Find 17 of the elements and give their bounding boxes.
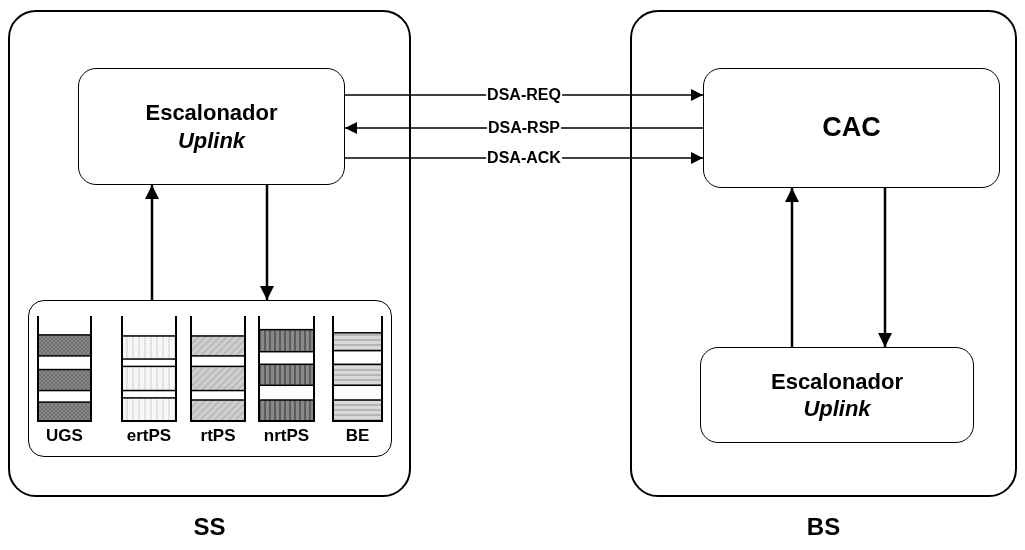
queue-label: ertPS (126, 427, 172, 444)
edge-label: DSA-REQ (486, 87, 562, 103)
queue-label: UGS (46, 427, 83, 444)
queue-label: rtPS (200, 427, 236, 444)
queue-label: BE (345, 427, 370, 444)
arrow (260, 185, 274, 300)
container-heading: BS (806, 515, 841, 539)
edge-label: DSA-RSP (487, 120, 561, 136)
container-heading: SS (193, 515, 226, 539)
process-label: Escalonador Uplink (769, 367, 904, 423)
arrow (145, 185, 159, 300)
arrow (878, 188, 892, 347)
process-label: Escalonador Uplink (144, 99, 279, 154)
edge-label: DSA-ACK (486, 150, 562, 166)
arrow (785, 188, 799, 347)
queue-label: nrtPS (263, 427, 310, 444)
process-label: CAC (822, 111, 881, 145)
